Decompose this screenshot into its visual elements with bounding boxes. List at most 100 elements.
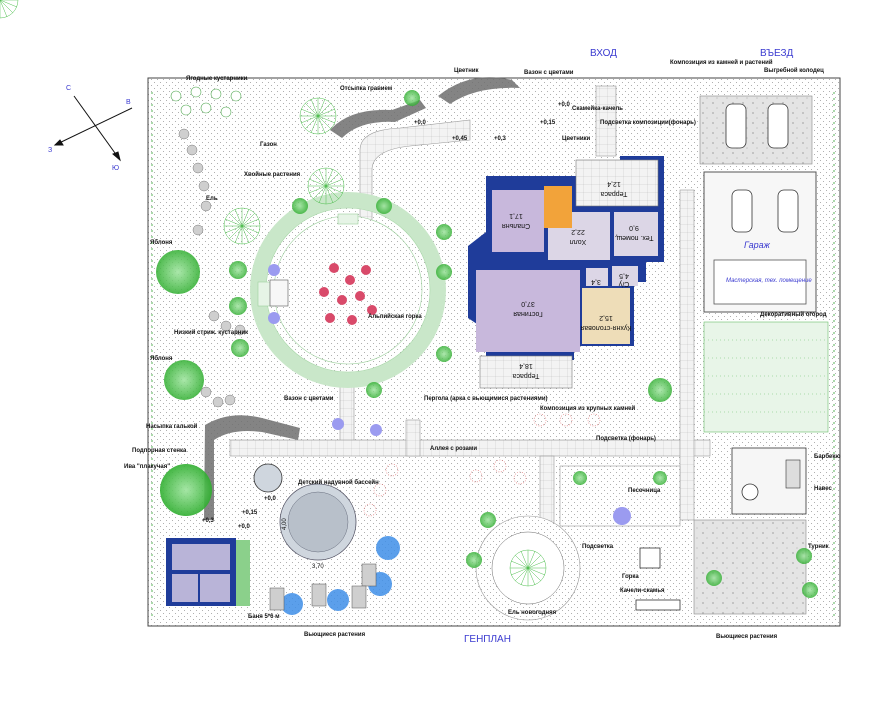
- label-deco-garden: Декоративный огород: [760, 311, 827, 318]
- room-label-terrace-s: Терраса: [512, 372, 539, 379]
- room-area-bedroom: 17,1: [509, 212, 523, 219]
- level-marks: +0,0 +0,45 +0,3 +0,0 +0,15 +0,3 +0,15 +0…: [202, 102, 571, 530]
- rose-alley: [363, 413, 601, 517]
- garage-area: [699, 95, 817, 313]
- label-pebble-mound: Насыпка галькой: [146, 423, 198, 430]
- conifer-plants: [0, 0, 19, 19]
- label-big-stone: Композиция из крупных камней: [540, 405, 635, 412]
- berry-bushes: [170, 86, 242, 118]
- drive-in-heading: ВЪЕЗД: [760, 48, 794, 59]
- level-mark: +0,0: [558, 102, 571, 108]
- small-trees: [229, 90, 818, 598]
- label-bbq: Барбекю: [814, 453, 840, 460]
- lounge-chairs: [269, 563, 377, 611]
- room-area-terrace-s: 18,4: [519, 362, 533, 369]
- willow-tree-icon: [160, 464, 212, 516]
- level-mark: +0,0: [414, 120, 427, 126]
- room-label-living: Гостиная: [513, 310, 543, 317]
- level-mark: +0,3: [202, 518, 215, 524]
- compass-south: Ю: [112, 165, 119, 172]
- room-label-hall: Холл: [570, 238, 587, 245]
- label-lighting-lantern: Подсветка (фонарь): [596, 435, 656, 442]
- canopy: [731, 447, 807, 515]
- room-stair: [544, 186, 572, 228]
- pool-dim-w: 3,70: [312, 564, 324, 570]
- label-apple-2: Яблоня: [150, 355, 173, 362]
- room-area-terrace-n: 12,4: [607, 180, 621, 187]
- level-mark: +0,0: [264, 496, 277, 502]
- compass-west: З: [48, 147, 52, 154]
- label-lighting: Подсветка: [582, 544, 614, 550]
- room-area-living: 37,0: [521, 300, 535, 307]
- label-alpine-hill: Альпийская горка: [368, 313, 422, 320]
- level-mark: +0,45: [452, 136, 468, 142]
- label-apple-1: Яблоня: [150, 239, 173, 246]
- terrace-south: [479, 355, 573, 389]
- label-willow: Ива "плакучая": [124, 464, 170, 470]
- label-canopy: Навес: [814, 486, 833, 492]
- room-label-terrace-n: Терраса: [600, 190, 627, 197]
- apple-tree-icon: [164, 360, 204, 400]
- label-retaining-wall: Подпорная стенка: [132, 448, 187, 454]
- room-labels: Спальня 17,1 Холл 22,2 Тех. помещ. 9,0 Т…: [502, 180, 654, 379]
- compass-east: В: [126, 99, 131, 106]
- room-label-bedroom: Спальня: [502, 222, 530, 229]
- label-lawn: Газон: [260, 142, 277, 148]
- level-mark: +0,15: [540, 120, 556, 126]
- compass-icon: [53, 95, 133, 162]
- label-gravel-fill: Отсыпка гравием: [340, 86, 393, 92]
- label-spruce: Ель: [206, 196, 218, 202]
- alpine-garden: [250, 192, 446, 388]
- alpine-flowers: [319, 263, 377, 325]
- room-tech: [614, 212, 658, 256]
- garage-label: Гараж: [744, 240, 771, 250]
- room-kitchen: [582, 288, 630, 344]
- pool-dim-h: 4,00: [282, 518, 288, 530]
- label-rose-alley: Аллея с розами: [430, 446, 477, 452]
- level-mark: +0,15: [242, 510, 258, 516]
- room-living: [476, 270, 580, 352]
- label-swing-bench-2: Качели-скамья: [620, 588, 665, 594]
- room-wc: [612, 266, 638, 286]
- compass-north: С: [66, 85, 71, 92]
- room-area-kitchen: 15,2: [599, 314, 613, 321]
- room-area-34: 3,4: [591, 278, 601, 285]
- label-berry-bushes: Ягодные кустарники: [186, 76, 248, 82]
- car-icon: [725, 103, 799, 233]
- paths: [229, 85, 711, 527]
- label-sandbox: Песочница: [628, 488, 661, 494]
- room-label-kitchen: Кухня-столовая: [580, 324, 631, 331]
- label-climbing-2: Вьющиеся растения: [716, 634, 778, 640]
- label-stone-plant: Композиция из камней и растений: [670, 59, 773, 66]
- workshop-label: Мастерская, тех. помещение: [726, 278, 812, 284]
- label-conifers: Хвойные растения: [244, 171, 301, 178]
- room-bedroom: [492, 190, 544, 252]
- room-label-wc: С/у: [618, 280, 629, 287]
- label-vase-flowers-2: Вазон с цветами: [524, 70, 574, 76]
- label-pergola: Пергола (арка с вьющимися растениями): [424, 396, 548, 402]
- terrace-north: [575, 159, 659, 207]
- label-low-bushes: Низкий стриж. кустарник: [174, 329, 248, 336]
- gravel-paths: [204, 77, 520, 520]
- label-slide: Горка: [622, 574, 639, 580]
- border-hedge: [151, 92, 835, 620]
- room-area-wc: 4,5: [619, 272, 629, 279]
- room-area-hall: 22,2: [571, 228, 585, 235]
- vegetable-garden: [703, 321, 829, 433]
- house: [468, 156, 664, 389]
- pebble-circles: [178, 128, 246, 408]
- label-pool: Детский надувной бассейн: [298, 479, 379, 486]
- label-lighting-lanterns: Подсветка композиции(фонарь): [600, 119, 696, 126]
- level-mark: +0,0: [238, 524, 251, 530]
- label-swing-bench: Скамейка-качель: [572, 105, 623, 112]
- room-area-tech: 9,0: [629, 224, 639, 231]
- label-vase-flowers-1: Вазон с цветами: [284, 396, 334, 402]
- room-34: [586, 268, 608, 286]
- label-pit-well: Выгребной колодец: [764, 67, 824, 74]
- label-horizontal-bar: Турник: [808, 544, 829, 550]
- entrance-heading: ВХОД: [590, 48, 617, 59]
- plan-title: ГЕНПЛАН: [464, 634, 511, 645]
- flower-vases: [268, 264, 382, 436]
- apple-tree-icon: [156, 250, 200, 294]
